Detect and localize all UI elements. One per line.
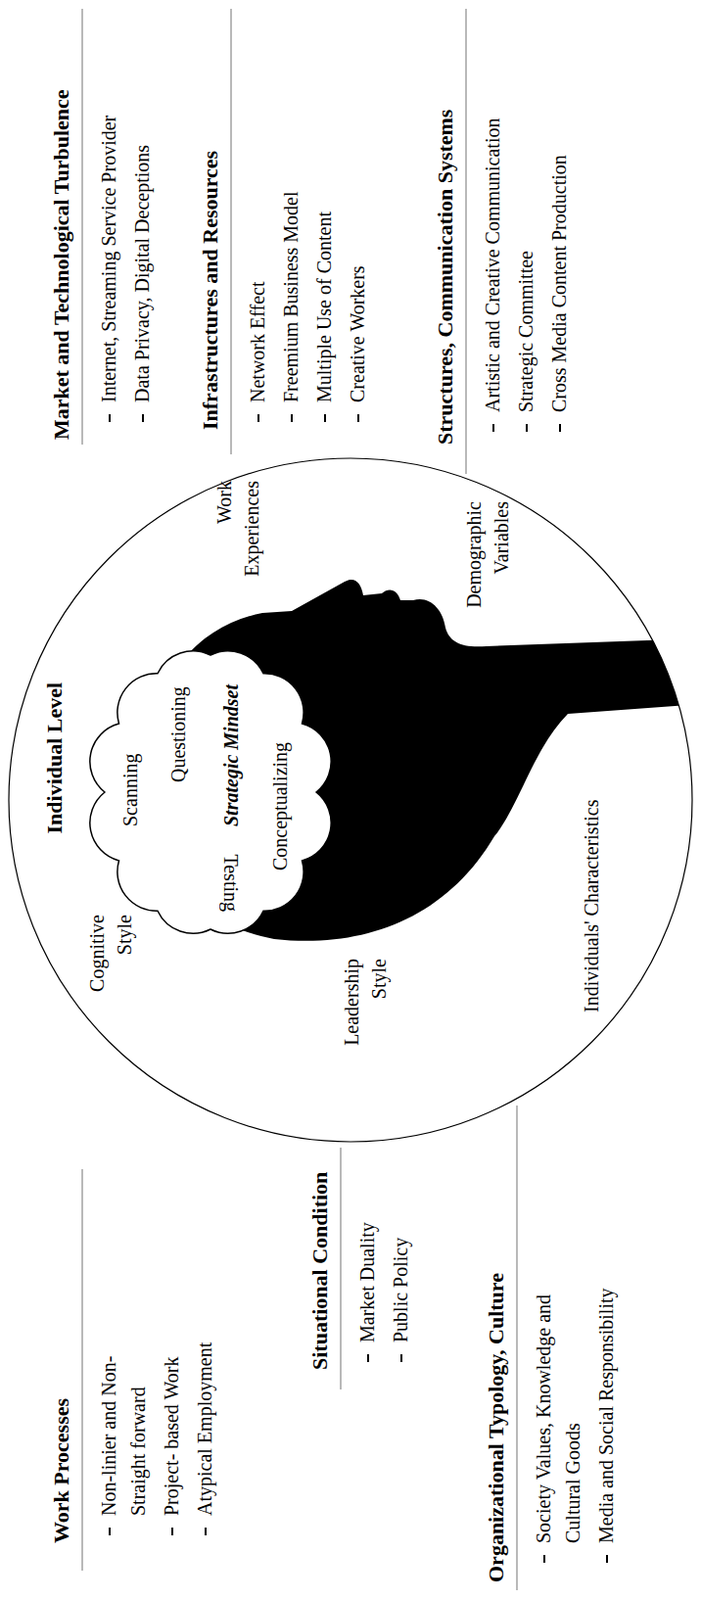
circle-outline [8, 458, 693, 1142]
mindset-step: Scanning [116, 753, 144, 827]
characteristic-label: Individual Level [41, 682, 69, 835]
list-item-text: Internet, Streaming Service Provider [93, 115, 124, 403]
list-item-text: Strategic Committee [511, 250, 541, 413]
list-item-text: Freemium Business Model [276, 190, 306, 403]
list-item: Atypical Employment [189, 1342, 220, 1543]
list-item-text: Creative Workers [342, 265, 373, 403]
list-item: Multiple Use of Content [309, 211, 339, 430]
bullet-dash [290, 414, 293, 422]
list-item-text: Project- based Work [156, 1356, 187, 1516]
group-heading: Infrastructures and Resources [195, 150, 226, 430]
list-item-text: Artistic and Creative Communication [477, 118, 508, 414]
list-item-text: Multiple Use of Content [309, 211, 339, 403]
node-outline [78, 630, 341, 954]
bullet-dash [171, 1527, 174, 1536]
list-item-text: Network Effect [242, 281, 273, 403]
list-item: Market Duality [352, 1221, 382, 1370]
group-heading: Organizational Typology, Culture [481, 1272, 512, 1583]
bullet-dash [108, 1527, 111, 1536]
list-item: Internet, Streaming Service Provider [93, 115, 124, 430]
list-item: Data Privacy, Digital Deceptions [127, 144, 157, 430]
head-silhouette [144, 579, 701, 941]
list-item-text: Cross Media Content Production [544, 154, 574, 413]
list-item: Project- based Work [156, 1356, 187, 1543]
mindset-step: Questioning [164, 686, 192, 783]
characteristic-label: Individuals' Characteristics [577, 799, 606, 1013]
characteristic-label: Demographic Variables [460, 501, 515, 616]
list-item: Creative Workers [342, 265, 373, 430]
bullet-dash [204, 1527, 207, 1536]
thought-bubble: Scanning Questioning Strategic Mindset Conc… [78, 630, 341, 954]
group-heading: Structures, Communication Systems [430, 109, 461, 445]
characteristic-label: Leadership Style [337, 958, 393, 1076]
bullet-dash [543, 1554, 546, 1563]
list-item-text: Society Values, Knowledge and Cultural G… [528, 1249, 588, 1543]
list-item: Artistic and Creative Communication [477, 118, 508, 441]
bullet-dash [559, 423, 561, 432]
characteristic-label: Cognitive Style [83, 914, 139, 1023]
mindset-step: Testing [217, 853, 245, 912]
list-item-text: Non-linier and Non- Straight forward [93, 1319, 153, 1516]
list-item: Society Values, Knowledge and Cultural G… [528, 1249, 588, 1571]
bullet-dash [324, 414, 327, 422]
list-item: Public Policy [385, 1237, 416, 1370]
list-item: Freemium Business Model [276, 190, 306, 430]
bullet-dash [400, 1354, 403, 1362]
individual-level-circle: Individual LevelCognitive Style Leadershi… [7, 457, 694, 1143]
list-item: Media and Social Responsibility [591, 1287, 621, 1571]
bullet-dash [367, 1354, 370, 1362]
list-item: Non-linier and Non- Straight forward [93, 1319, 153, 1543]
bullet-dash [108, 414, 111, 422]
group-heading: Work Processes [46, 1398, 77, 1543]
bullet-dash [492, 423, 495, 432]
bullet-dash [257, 414, 260, 422]
list-item-text: Market Duality [352, 1221, 382, 1343]
characteristic-label: Work Experiences [210, 480, 266, 587]
bullet-dash [606, 1554, 608, 1563]
list-item: Strategic Committee [511, 250, 541, 440]
list-item-text: Data Privacy, Digital Deceptions [127, 144, 157, 403]
cloud-outline [90, 651, 331, 934]
bullet-dash [141, 414, 144, 422]
group-heading: Situational Condition [305, 1171, 335, 1370]
list-item-text: Atypical Employment [189, 1342, 220, 1516]
mindset-step: Conceptualizing [266, 742, 294, 871]
list-item: Cross Media Content Production [544, 154, 574, 440]
bullet-dash [357, 414, 360, 422]
list-item-text: Public Policy [385, 1237, 416, 1343]
group-heading: Market and Technological Turbulence [46, 89, 77, 440]
bullet-dash [525, 423, 528, 432]
list-item: Network Effect [242, 281, 273, 430]
list-item-text: Media and Social Responsibility [591, 1287, 621, 1543]
mindset-step: Strategic Mindset [217, 684, 245, 827]
